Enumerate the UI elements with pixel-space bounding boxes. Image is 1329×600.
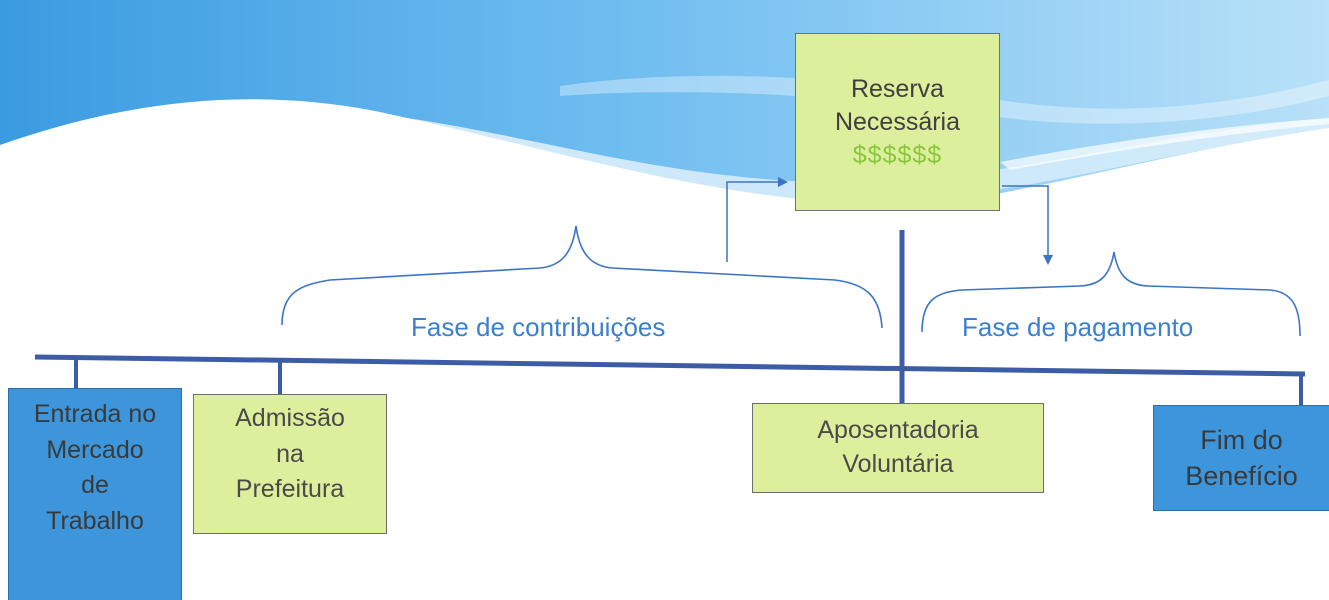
timeline-box-admissao-label: Admissão na Prefeitura — [235, 404, 345, 503]
phase-label-payment: Fase de pagamento — [962, 312, 1194, 342]
arrow-from-reserve — [1002, 185, 1053, 265]
timeline-box-aposentadoria-label: Aposentadoria Voluntária — [817, 416, 979, 478]
wave-streak-lower — [1000, 118, 1329, 170]
reserve-title: Reserva Necessária — [834, 74, 961, 136]
phase-label-contribution: Fase de contribuições — [411, 312, 666, 342]
timeline-box-entrada-label: Entrada no Mercado de Trabalho — [33, 400, 157, 535]
timeline-box-entrada: Entrada no Mercado de Trabalho — [8, 388, 182, 600]
timeline-box-admissao: Admissão na Prefeitura — [193, 394, 387, 534]
timeline-box-fim-label: Fim do Benefício — [1185, 424, 1298, 491]
timeline-box-aposentadoria: Aposentadoria Voluntária — [752, 403, 1044, 493]
timeline-box-fim: Fim do Benefício — [1153, 405, 1329, 511]
reserve-amount: $$$$$$ — [852, 140, 943, 169]
timeline-axis — [34, 354, 1306, 377]
brace-pagamento — [921, 251, 1301, 337]
brace-contribuicoes — [281, 225, 883, 329]
reserve-box: Reserva Necessária $$$$$$ — [795, 33, 1000, 211]
arrow-to-reserve — [726, 177, 788, 262]
